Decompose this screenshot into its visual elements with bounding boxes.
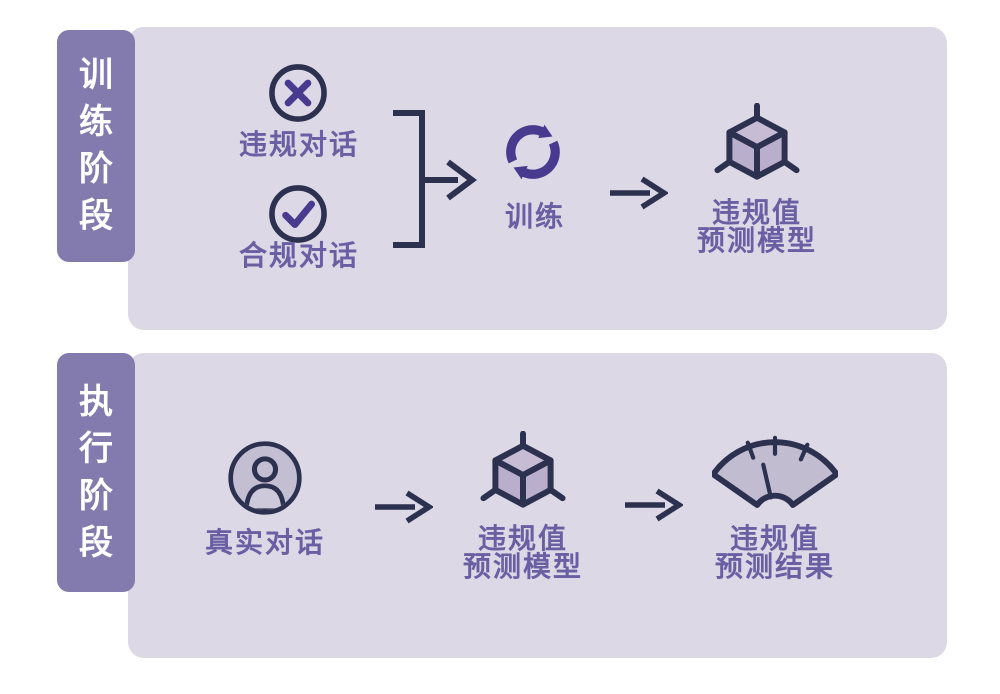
model-label-line1: 违规值 <box>477 523 569 554</box>
right-arrow-icon <box>610 176 668 210</box>
result-label-line2: 预测结果 <box>714 551 836 582</box>
cross-circle-icon <box>269 64 327 122</box>
merge-bracket-arrow-icon <box>393 110 477 248</box>
model-label-line2: 预测模型 <box>696 225 818 256</box>
right-arrow-icon <box>625 488 683 522</box>
train-label: 训练 <box>504 201 566 232</box>
model-label-line1: 违规值 <box>711 197 803 228</box>
real-dialogue-label: 真实对话 <box>204 527 326 558</box>
model-label: 违规值 预测模型 <box>697 199 817 255</box>
tab-execution-phase: 执行阶段 <box>57 353 135 592</box>
right-arrow-icon <box>375 490 433 524</box>
compliant-dialogue-label: 合规对话 <box>238 240 360 271</box>
result-label-line1: 违规值 <box>729 523 821 554</box>
execution-panel: 真实对话 违规值 预测模型 <box>128 353 947 658</box>
user-avatar-icon <box>228 441 302 515</box>
training-cycle-icon <box>506 124 570 189</box>
model-label-line2: 预测模型 <box>462 551 584 582</box>
violating-dialogue-label: 违规对话 <box>238 129 360 160</box>
tab-training-phase: 训练阶段 <box>57 30 135 262</box>
tab-execution-phase-label: 执行阶段 <box>79 382 113 562</box>
model-label: 违规值 预测模型 <box>463 525 583 581</box>
tab-training-phase-label: 训练阶段 <box>79 56 113 235</box>
meter-gauge-icon <box>712 435 838 508</box>
model-cube-icon <box>714 103 800 180</box>
model-cube-icon <box>480 431 566 508</box>
check-circle-icon <box>269 185 327 243</box>
training-panel: 违规对话 合规对话 训练 <box>128 27 947 330</box>
result-label: 违规值 预测结果 <box>715 525 835 581</box>
